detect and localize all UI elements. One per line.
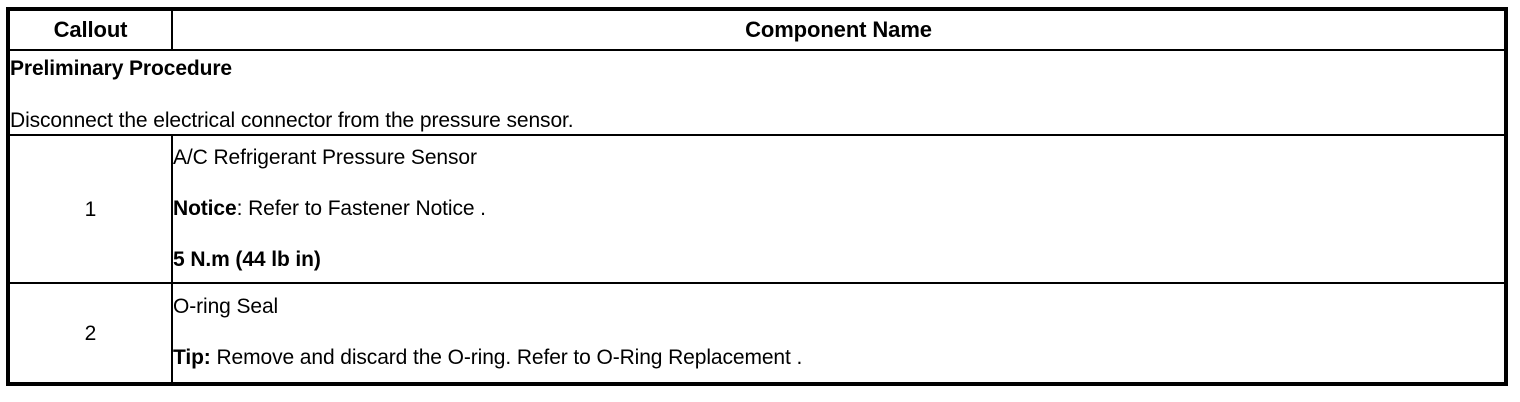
component-description-1: A/C Refrigerant Pressure Sensor Notice: …: [171, 134, 1507, 284]
tip-text: Remove and discard the O-ring. Refer to …: [210, 346, 803, 369]
component-description-2: O-ring Seal Tip: Remove and discard the …: [171, 282, 1507, 385]
callout-number-2: 2: [7, 282, 173, 385]
table-header-row: Callout Component Name: [7, 8, 1507, 51]
header-component-name: Component Name: [171, 8, 1507, 51]
table-row: 2 O-ring Seal Tip: Remove and discard th…: [7, 282, 1507, 385]
notice-label: Notice: [173, 197, 237, 220]
preliminary-procedure-text: Disconnect the electrical connector from…: [10, 109, 574, 132]
callout-number-1: 1: [7, 134, 173, 284]
tip-line-2: Tip: Remove and discard the O-ring. Refe…: [173, 347, 1504, 368]
notice-text: : Refer to Fastener Notice .: [236, 197, 486, 220]
table-row: 1 A/C Refrigerant Pressure Sensor Notice…: [7, 134, 1507, 284]
component-name-1: A/C Refrigerant Pressure Sensor: [173, 146, 477, 169]
component-callout-table: Callout Component Name Preliminary Proce…: [6, 7, 1508, 386]
preliminary-procedure-cell: Preliminary Procedure Disconnect the ele…: [7, 49, 1507, 136]
preliminary-procedure-row: Preliminary Procedure Disconnect the ele…: [7, 49, 1507, 136]
preliminary-procedure-title: Preliminary Procedure: [10, 57, 232, 80]
header-callout: Callout: [7, 8, 173, 51]
component-name-2: O-ring Seal: [173, 295, 279, 318]
tip-label: Tip:: [173, 346, 211, 369]
torque-spec-1: 5 N.m (44 lb in): [173, 248, 321, 271]
notice-line-1: Notice: Refer to Fastener Notice .: [173, 198, 1504, 219]
